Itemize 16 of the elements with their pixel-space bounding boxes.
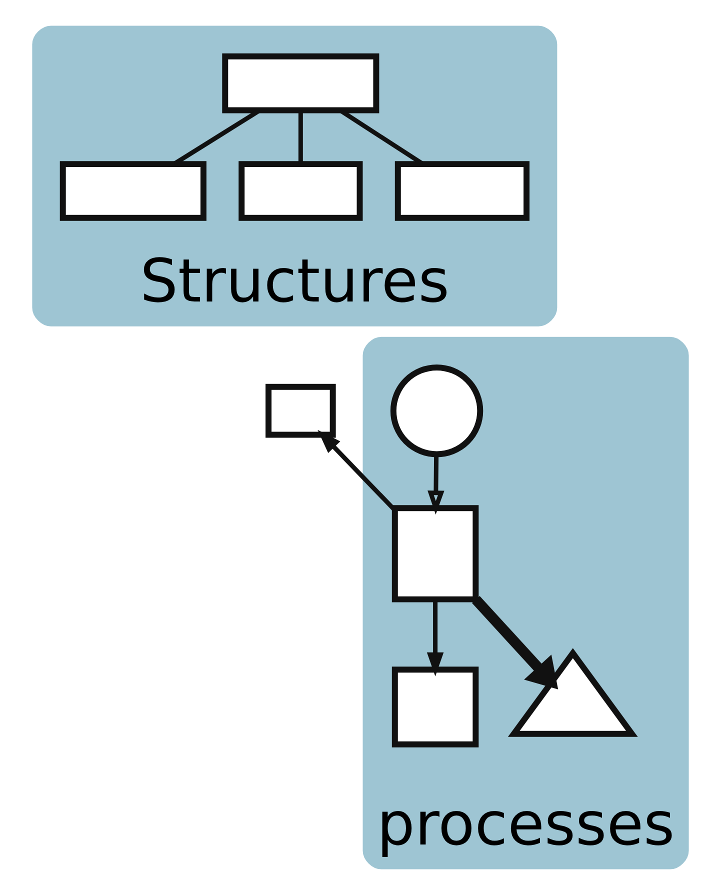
node-circle [390,364,483,458]
node-box [238,161,362,221]
cluster: Structures [32,26,557,326]
arrow [317,430,396,512]
arrow [471,596,558,690]
arrow [427,454,444,515]
node-box [265,384,336,438]
node-box [222,53,379,114]
arrow [426,599,444,676]
node-triangle [507,648,638,737]
node-box [391,666,478,748]
cluster: processes [362,336,688,870]
node-box [394,161,530,221]
connector [298,110,302,164]
node-box [59,161,206,221]
node-box [391,505,478,602]
